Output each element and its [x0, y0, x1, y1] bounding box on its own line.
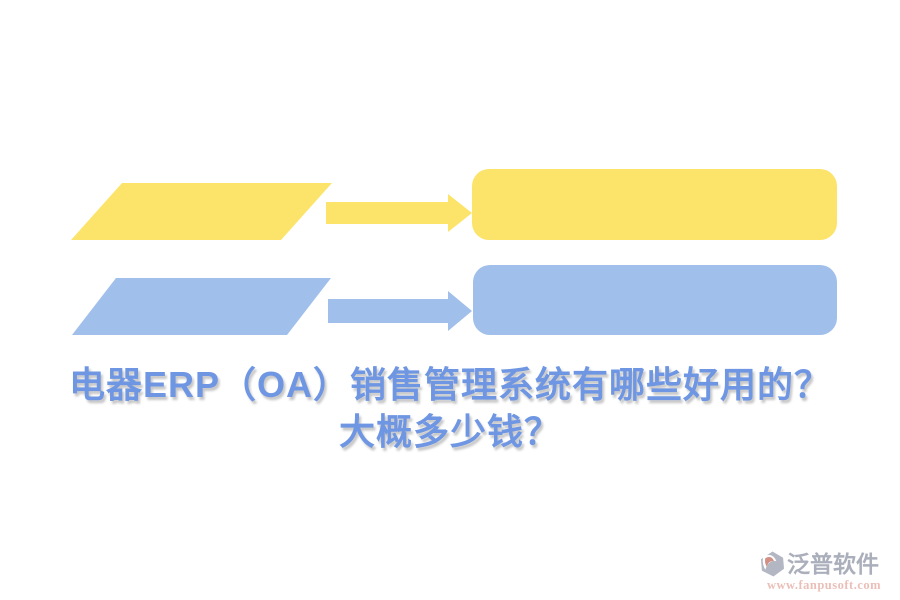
- watermark-url-text: www.fanpusoft.com: [766, 578, 882, 592]
- arrow-right-blue-icon: [328, 291, 472, 331]
- parallelogram-yellow: [71, 183, 332, 240]
- title-line-2: 大概多少钱？: [338, 411, 561, 452]
- page-title: 电器ERP（OA）销售管理系统有哪些好用的？ 大概多少钱？: [0, 361, 900, 455]
- watermark-brand-text: 泛普软件: [787, 551, 879, 577]
- rounded-box-yellow: [472, 169, 837, 240]
- watermark: 泛普软件 www.fanpusoft.com: [760, 550, 888, 593]
- title-line-1: 电器ERP（OA）销售管理系统有哪些好用的？: [68, 364, 832, 405]
- fanpu-logo-icon: [760, 551, 785, 577]
- parallelogram-blue: [72, 278, 331, 335]
- arrow-right-yellow-icon: [326, 194, 472, 232]
- rounded-box-blue: [473, 265, 837, 335]
